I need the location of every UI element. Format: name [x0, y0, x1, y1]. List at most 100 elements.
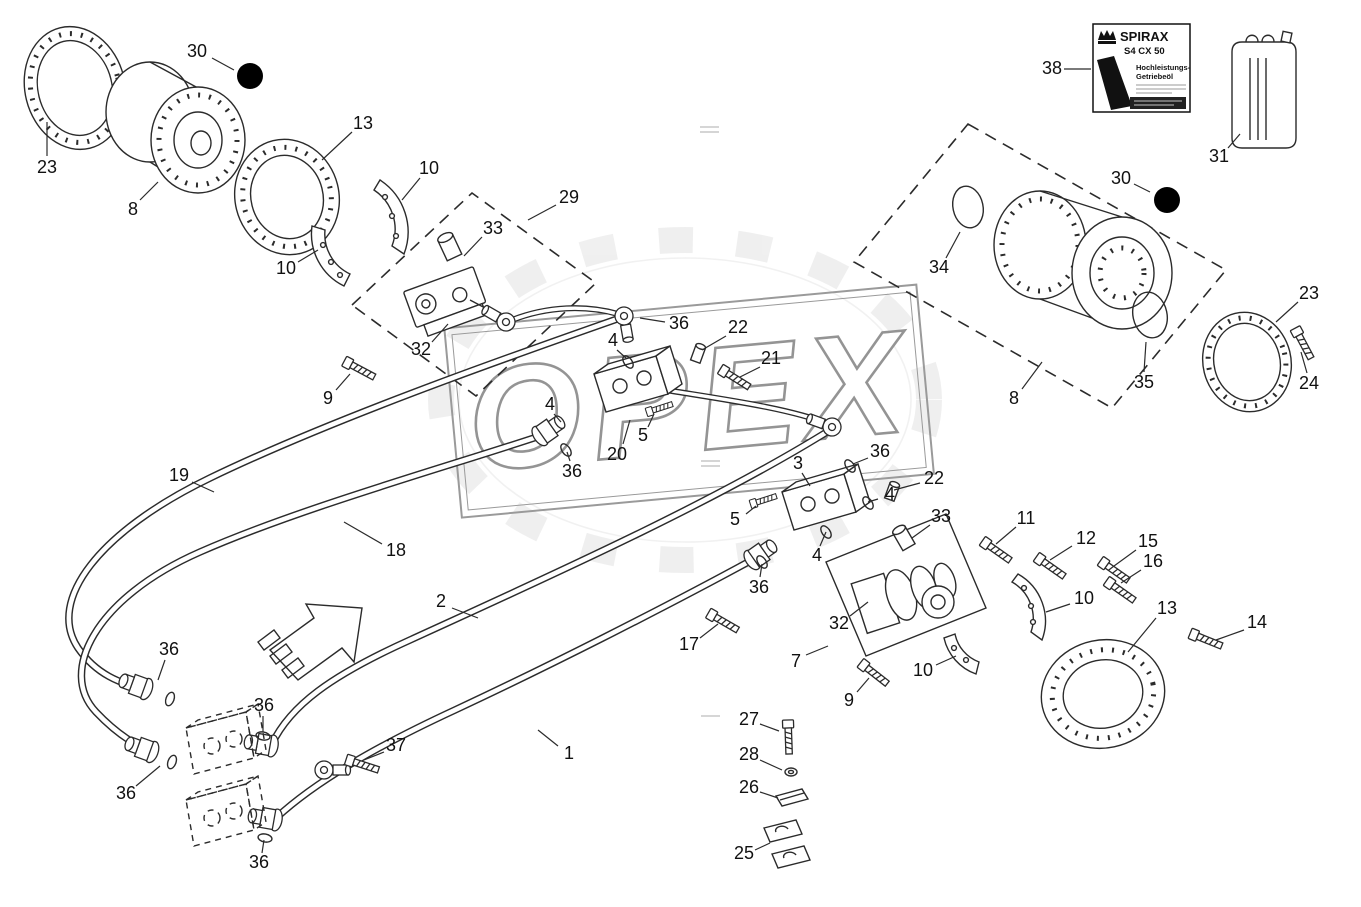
- flange-ring-right: [1040, 638, 1166, 750]
- part-number-label: 9: [844, 690, 854, 710]
- drive-motor-left: [105, 61, 246, 194]
- group-frame-upper-valve: [350, 191, 598, 398]
- part-callout-9: 9: [323, 373, 351, 408]
- label-footer-bar: [1130, 97, 1186, 109]
- oring-35: [1131, 291, 1169, 339]
- part-callout-17: 17: [679, 623, 719, 654]
- label-swoosh: [1097, 56, 1132, 110]
- leader-line: [754, 842, 771, 851]
- screw-24: [1289, 324, 1317, 362]
- part-number-label: 8: [1009, 388, 1019, 408]
- part-number-label: 32: [829, 613, 849, 633]
- part-callout-34: 34: [929, 231, 961, 277]
- part-callout-36: 36: [639, 313, 689, 333]
- leader-line: [622, 419, 631, 445]
- leader-line: [297, 249, 319, 263]
- part-number-label: 19: [169, 465, 189, 485]
- leader-line: [401, 177, 421, 201]
- crown-icon: [1098, 30, 1116, 44]
- part-number-label: 36: [249, 852, 269, 872]
- part-number-label: 4: [812, 545, 822, 565]
- oil-brand: SPIRAX: [1120, 29, 1169, 44]
- part-number-label: 10: [419, 158, 439, 178]
- part-number-label: 26: [739, 777, 759, 797]
- oring-34: [951, 185, 985, 229]
- part-number-label: 23: [37, 157, 57, 177]
- shim-plates-left: [310, 179, 409, 287]
- part-callout-15: 15: [1113, 531, 1158, 567]
- part-number-label: 21: [761, 348, 781, 368]
- part-callout-25: 25: [734, 842, 771, 863]
- leader-line: [566, 451, 571, 462]
- screw-17: [704, 607, 742, 636]
- part-callout-36: 36: [116, 765, 161, 803]
- leader-line: [431, 323, 449, 343]
- leader-line: [852, 457, 869, 465]
- leader-line: [135, 765, 161, 787]
- part-number-label: 9: [323, 388, 333, 408]
- leader-line: [1127, 617, 1157, 653]
- part-number-label: 12: [1076, 528, 1096, 548]
- screw-9-lower: [856, 657, 892, 689]
- part-callout-27: 27: [739, 709, 780, 732]
- leader-line: [699, 623, 719, 639]
- part-number-label: 4: [545, 394, 555, 414]
- part-callout-10: 10: [913, 655, 957, 680]
- part-number-label: 17: [679, 634, 699, 654]
- part-callout-38: 38: [1042, 58, 1091, 78]
- leader-line: [321, 131, 353, 161]
- leader-line: [759, 563, 763, 578]
- part-callout-5: 5: [730, 505, 757, 529]
- part-callout-4: 4: [608, 330, 627, 359]
- leader-line: [553, 413, 562, 423]
- part-callout-31: 31: [1209, 133, 1241, 166]
- part-number-label: 22: [924, 468, 944, 488]
- part-callout-35: 35: [1134, 341, 1154, 392]
- leader-line: [701, 335, 727, 351]
- part-callout-28: 28: [739, 744, 783, 771]
- part-callout-14: 14: [1215, 612, 1267, 641]
- leader-line: [849, 601, 869, 617]
- part-callout-4: 4: [545, 394, 562, 423]
- leader-line: [935, 655, 957, 666]
- part-number-label: 32: [411, 339, 431, 359]
- part-number-label: 18: [386, 540, 406, 560]
- shim-plates-right: [943, 573, 1047, 675]
- part-number-label: 22: [728, 317, 748, 337]
- clamp-halves-25: [763, 819, 811, 869]
- bolt-27: [781, 719, 796, 755]
- part-number-label: 31: [1209, 146, 1229, 166]
- oring-36-f: [165, 753, 179, 771]
- oil-desc-1: Hochleistungs-: [1136, 63, 1191, 72]
- leader-line: [211, 57, 235, 71]
- part-callout-7: 7: [791, 645, 829, 671]
- part-callout-10: 10: [1045, 588, 1094, 613]
- leader-line: [759, 791, 779, 799]
- part-callout-36: 36: [562, 451, 582, 481]
- part-number-label: 3: [793, 453, 803, 473]
- part-number-label: 7: [791, 651, 801, 671]
- gear-watermark: [428, 126, 942, 717]
- part-number-label: 36: [159, 639, 179, 659]
- leader-line: [1045, 603, 1071, 613]
- part-callout-36: 36: [249, 839, 269, 872]
- leader-line: [537, 729, 559, 747]
- part-callout-23: 23: [37, 122, 57, 177]
- drive-motor-right: [993, 190, 1173, 330]
- part-callout-30: 30: [187, 41, 263, 89]
- marker-dot: [237, 63, 263, 89]
- oil-canister: [1231, 30, 1297, 149]
- leader-line: [1049, 545, 1073, 561]
- leader-line: [1300, 351, 1308, 374]
- part-callout-18: 18: [343, 521, 406, 560]
- part-callout-21: 21: [739, 348, 781, 378]
- leader-line: [1113, 549, 1137, 567]
- screw-11: [978, 535, 1015, 566]
- leader-line: [335, 373, 351, 391]
- leader-line: [819, 531, 827, 547]
- part-number-label: 4: [608, 330, 618, 350]
- leader-line: [343, 521, 383, 545]
- oring-36-h: [256, 832, 274, 844]
- leader-line: [363, 751, 385, 761]
- part-callout-36: 36: [157, 639, 179, 681]
